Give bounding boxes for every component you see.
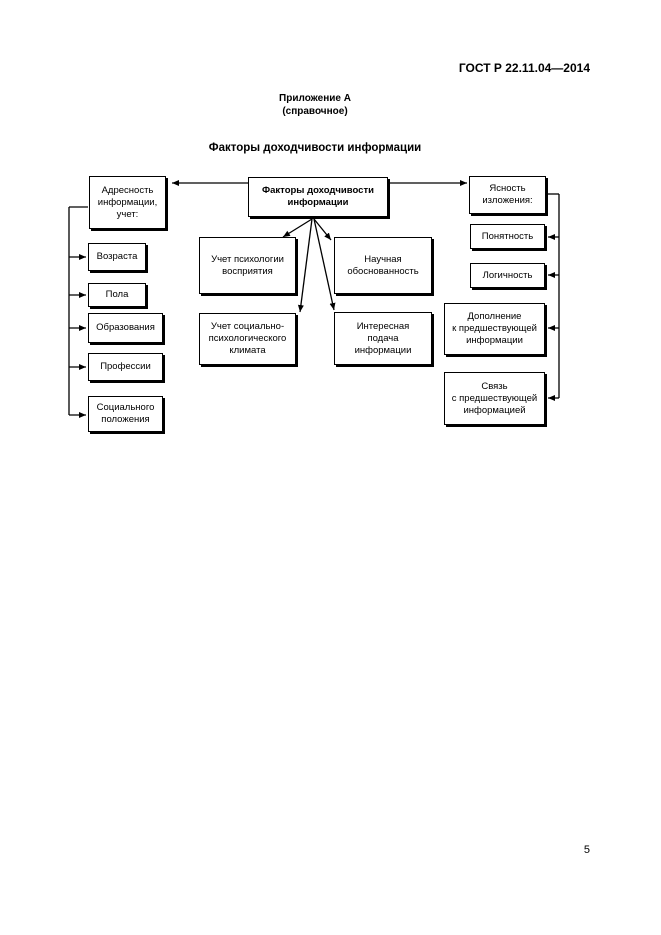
- left-item-age: Возраста: [88, 243, 146, 271]
- middle-item-perception: Учет психологии восприятия: [199, 237, 296, 294]
- fan-arrow-presentation: [313, 218, 336, 311]
- left-item-profession: Профессии: [88, 353, 163, 381]
- figure-title: Факторы доходчивости информации: [208, 142, 422, 154]
- middle-item-scientific: Научная обоснованность: [334, 237, 432, 294]
- right-item-addition: Дополнение к предшествующей информации: [444, 303, 545, 355]
- center-box: Факторы доходчивости информации: [248, 177, 388, 217]
- middle-item-presentation: Интересная подача информации: [334, 312, 432, 365]
- document-code: ГОСТ Р 22.11.04—2014: [458, 61, 590, 75]
- right-group-title-box: Ясность изложения:: [469, 176, 546, 214]
- appendix-title: Приложение А: [279, 93, 351, 104]
- right-item-link: Связь с предшествующей информацией: [444, 372, 545, 425]
- fan-arrow-scientific: [313, 218, 332, 241]
- left-item-sex: Пола: [88, 283, 146, 307]
- fan-arrow-climate: [297, 218, 313, 313]
- middle-item-climate: Учет социально- психологического климата: [199, 313, 296, 365]
- fan-arrow-perception: [282, 218, 313, 238]
- right-item-clarity: Понятность: [470, 224, 545, 249]
- left-item-education: Образования: [88, 313, 163, 343]
- right-item-logic: Логичность: [470, 263, 545, 288]
- appendix-heading: Приложение А (справочное): [230, 92, 400, 118]
- left-group-title-box: Адресность информации, учет:: [89, 176, 166, 229]
- page-number: 5: [583, 844, 590, 856]
- appendix-note: (справочное): [282, 106, 348, 117]
- left-item-social-status: Социального положения: [88, 396, 163, 432]
